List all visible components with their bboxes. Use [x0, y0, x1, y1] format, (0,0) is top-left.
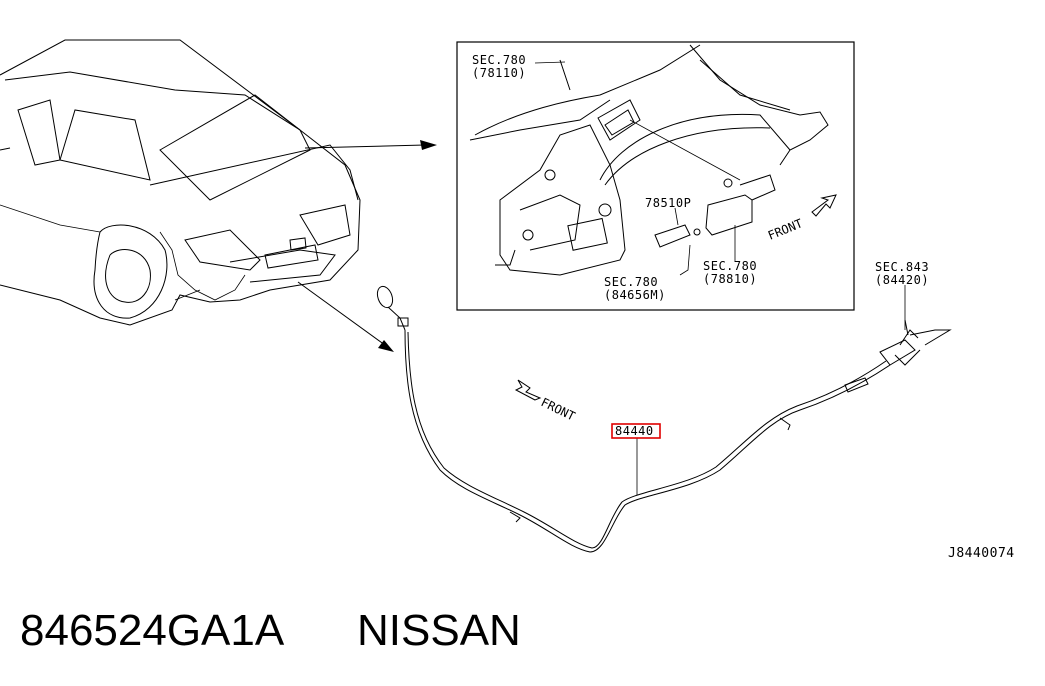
inset-leaders [534, 61, 736, 276]
diagram-code: J8440074 [948, 546, 1015, 561]
part-highlight-box [611, 423, 661, 439]
callout-sec780-78810-line2: (78810) [703, 272, 757, 286]
release-cable [376, 285, 952, 553]
callout-sec843-line2: (84420) [875, 273, 929, 287]
inset-front-arrow [811, 194, 837, 217]
callout-sec780-78110-line1: SEC.780 [472, 53, 526, 67]
callout-sec843-line1: SEC.843 [875, 260, 929, 274]
main-front-arrow [514, 379, 542, 401]
inset-front-label: FRONT [766, 216, 805, 243]
car-illustration [0, 39, 361, 326]
main-front-label: FRONT [539, 395, 578, 423]
callout-84440[interactable]: 84440 [615, 424, 654, 438]
callout-sec780-78110-line2: (78110) [472, 66, 526, 80]
callout-sec780-78810-line1: SEC.780 [703, 259, 757, 273]
caption-brand: NISSAN [357, 606, 521, 655]
pointer-arrows [297, 140, 437, 352]
inset-frame [456, 41, 855, 311]
inset-illustration [469, 44, 829, 276]
caption-part-number: 846524GA1A [20, 606, 285, 655]
callout-78510p: 78510P [645, 196, 691, 210]
main-leaders [636, 285, 906, 495]
callout-sec780-84656m-line1: SEC.780 [604, 275, 658, 289]
callout-sec780-84656m-line2: (84656M) [604, 288, 666, 302]
